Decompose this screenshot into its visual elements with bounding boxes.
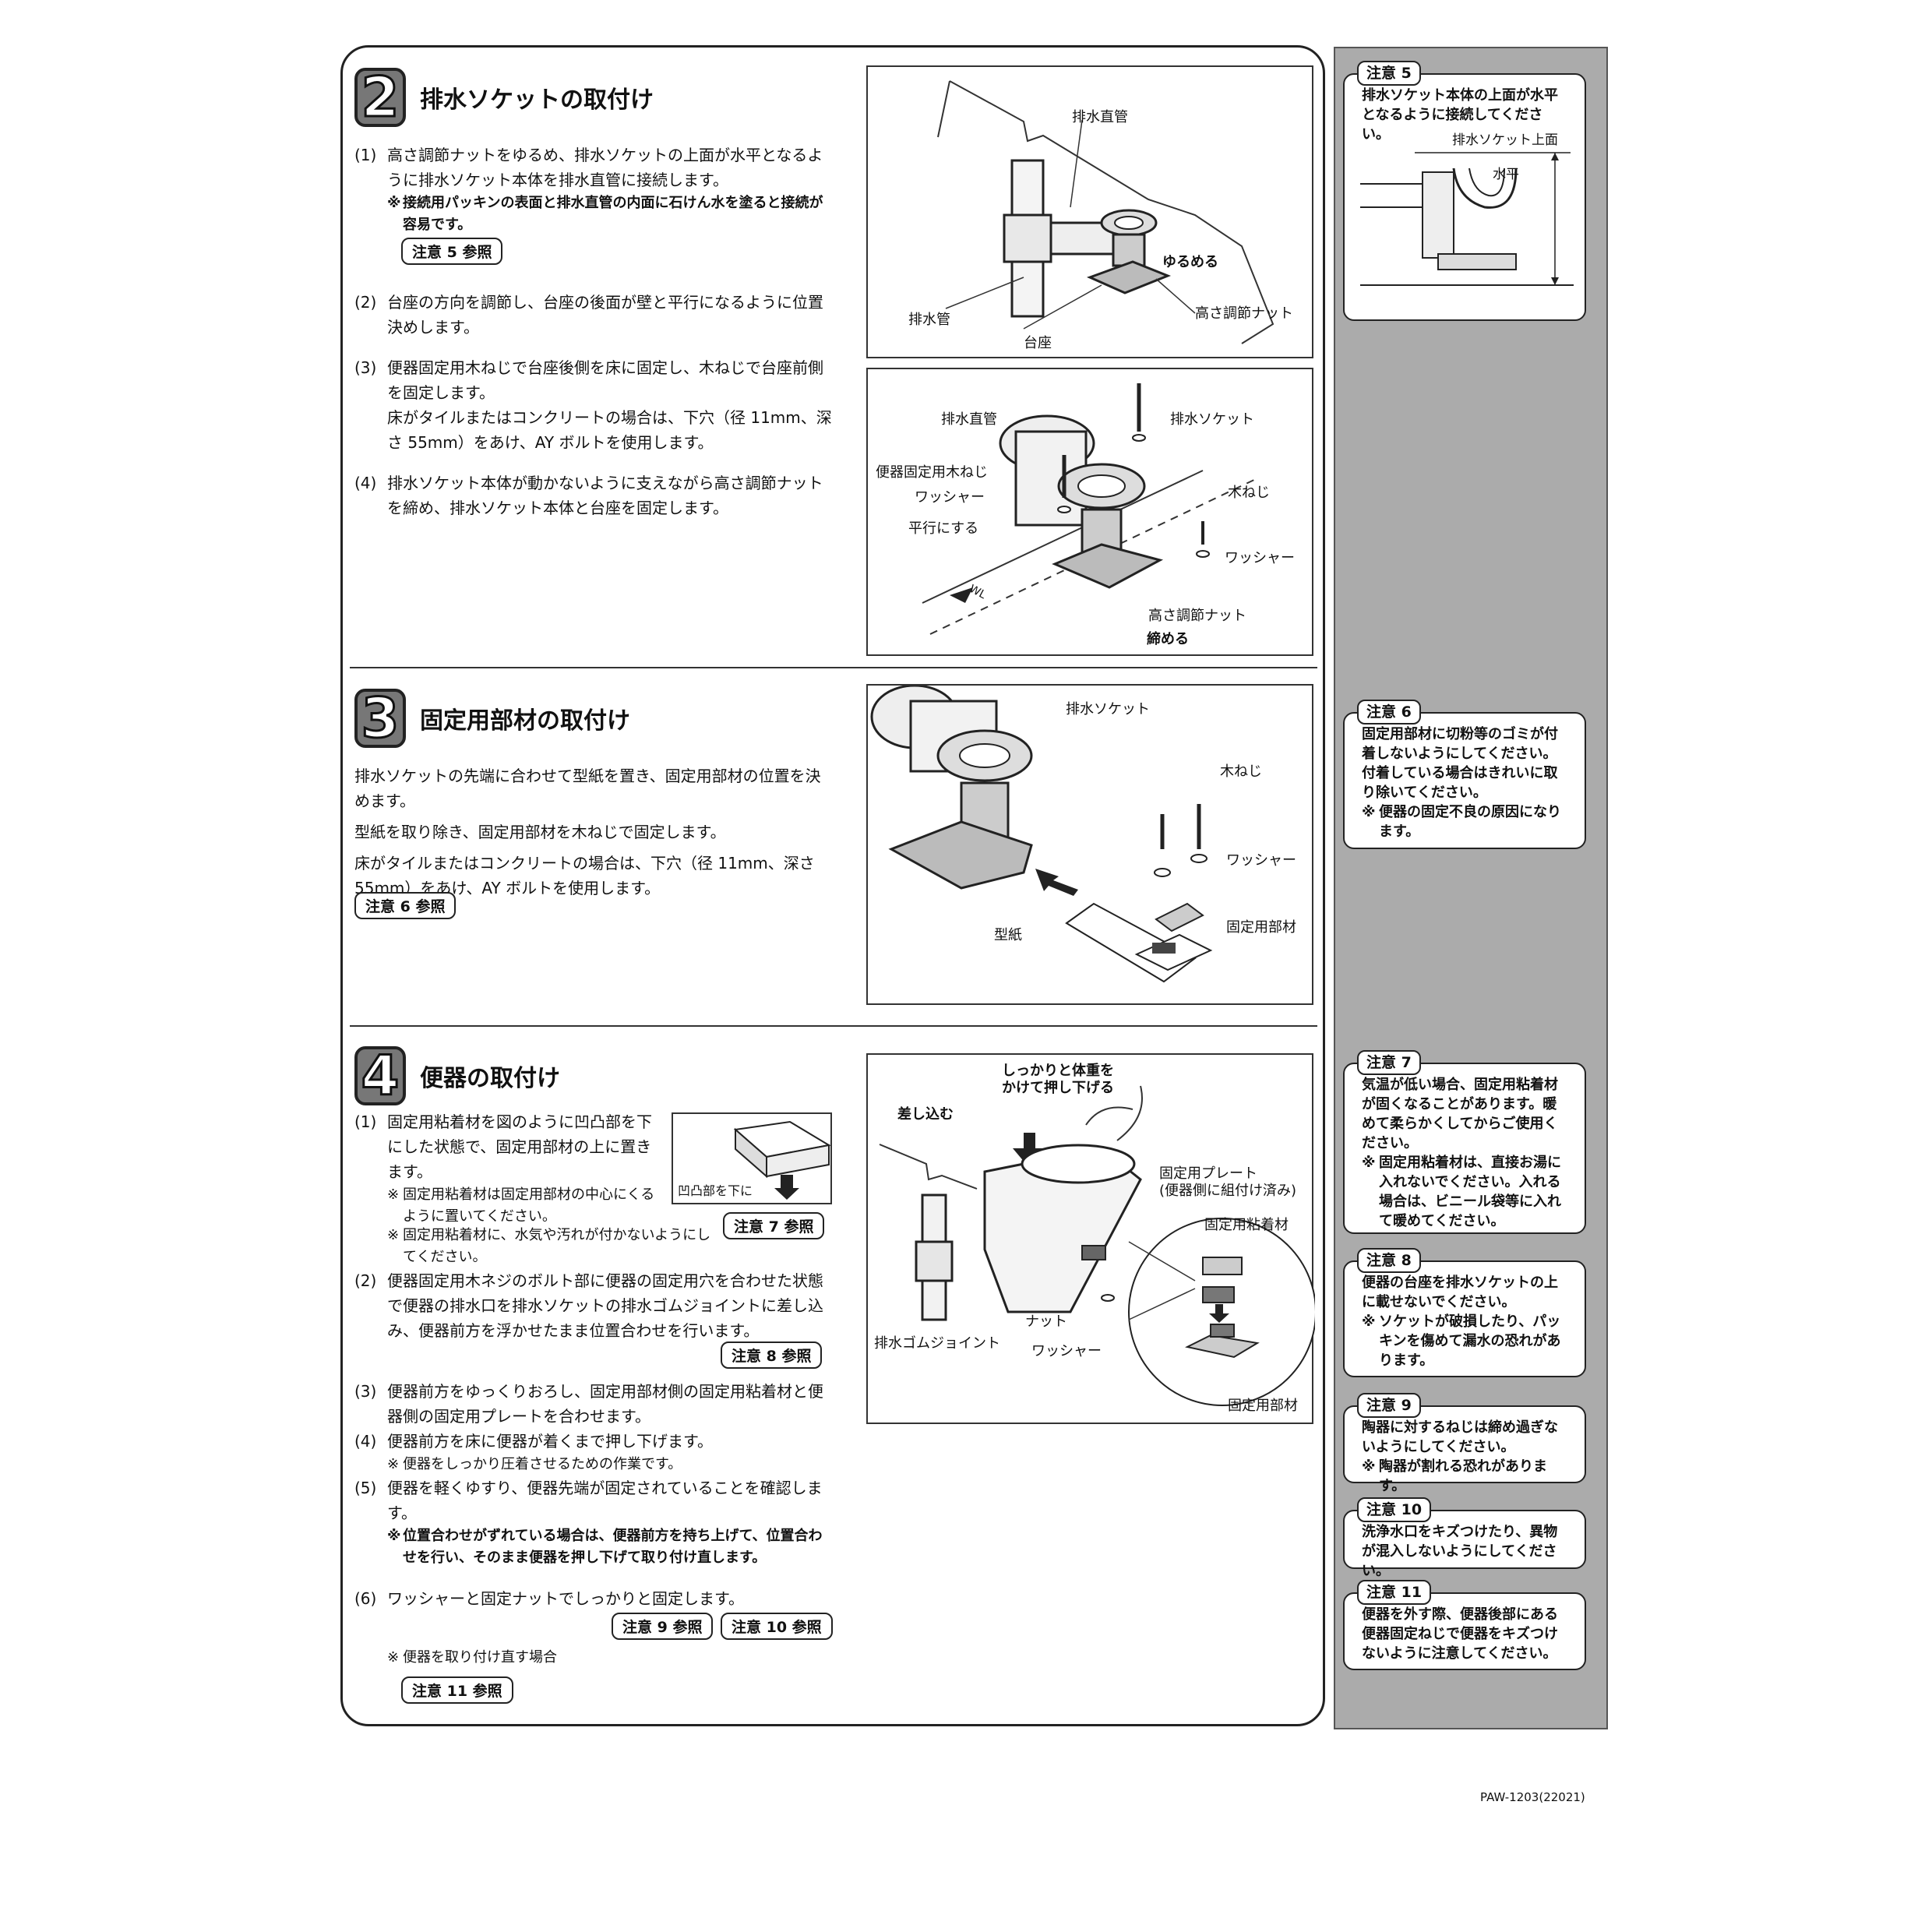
caution5-tag: 注意 5 <box>1357 61 1421 86</box>
ref-caution11[interactable]: 注意 11 参照 <box>401 1676 513 1704</box>
caution10-tag: 注意 10 <box>1357 1497 1432 1522</box>
ref-caution5[interactable]: 注意 5 参照 <box>401 238 503 265</box>
label-height-nut: 高さ調節ナット <box>1195 305 1293 322</box>
label-washer-4: ワッシャー <box>1031 1343 1102 1359</box>
divider-3-4 <box>350 1025 1317 1027</box>
step4-item5-note: ※ 位置合わせがずれている場合は、便器前方を持ち上げて、位置合わせを行い、そのま… <box>387 1528 823 1566</box>
step4-item4: (4) 便器前方を床に便器が着くまで押し下げます。 <box>354 1432 713 1451</box>
label-rubber-joint: 排水ゴムジョイント <box>874 1335 1000 1352</box>
label-push-down: しっかりと体重を かけて押し下げる <box>1002 1063 1114 1096</box>
adhesive-inset <box>733 1120 831 1200</box>
caution7-tag: 注意 7 <box>1357 1050 1421 1075</box>
step2-figure-socket: 排水直管 排水ソケット 便器固定用木ねじ 木ねじ ワッシャー 平行にする ワッシ… <box>866 368 1313 656</box>
caution5-label-top: 排水ソケット上面 <box>1452 132 1558 148</box>
socket-diagram <box>922 383 1258 635</box>
step4-item4-note: ※ 便器をしっかり圧着させるための作業です。 <box>387 1456 682 1472</box>
step4-items3-5: (3) 便器前方をゆっくりおろし、固定用部材側の固定用粘着材と便器側の固定用プレ… <box>354 1379 834 1611</box>
caution9-box: 陶器に対するねじは締め過ぎないようにしてください。 ※陶器が割れる恐れがあります… <box>1343 1405 1586 1494</box>
caution11-box: 便器を外す際、便器後部にある便器固定ねじで便器をキズつけないように注意してくださ… <box>1343 1592 1586 1670</box>
step4-figure: しっかりと体重を かけて押し下げる 差し込む 固定用プレート (便器側に組付け済… <box>866 1053 1315 1424</box>
label-template: 型紙 <box>994 927 1022 943</box>
label-tighten: 締める <box>1147 631 1189 647</box>
step4-item3: (3) 便器前方をゆっくりおろし、固定用部材側の固定用粘着材と便器側の固定用プレ… <box>354 1382 823 1426</box>
step2-note1: ※ 接続用パッキンの表面と排水直管の内面に石けん水を塗ると接続が容易です。 <box>387 195 823 233</box>
label-wood-screw: 木ねじ <box>1228 485 1270 501</box>
step3-number: 3 <box>354 686 406 752</box>
main-frame <box>340 45 1325 1726</box>
step2-text: (1) 高さ調節ナットをゆるめ、排水ソケットの上面が水平となるように排水ソケット… <box>354 143 834 236</box>
step4-item1-block: (1) 固定用粘着材を図のように凹凸部を下にした状態で、固定用部材の上に置きます… <box>354 1109 658 1228</box>
step2-item3: (3) 便器固定用木ねじで台座後側を床に固定し、木ねじで台座前側を固定します。 … <box>354 358 832 452</box>
step3-text: 排水ソケットの先端に合わせて型紙を置き、固定用部材の位置を決めます。 型紙を取り… <box>354 767 821 897</box>
ref-caution10[interactable]: 注意 10 参照 <box>721 1613 833 1640</box>
step4-item1-note2: ※ 固定用粘着材に、水気や汚れが付かないようにしてください。 <box>387 1227 711 1265</box>
caution10-box: 洗浄水口をキズつけたり、異物が混入しないようにしてください。 <box>1343 1510 1586 1579</box>
step2-figure-pipe: 排水直管 ゆるめる 排水管 高さ調節ナット 台座 <box>866 65 1313 358</box>
step4-item1-note1: ※ 固定用粘着材は固定用部材の中心にくるように置いてください。 <box>387 1186 655 1225</box>
ref-caution9[interactable]: 注意 9 参照 <box>612 1613 714 1640</box>
step3-heading: 3 固定用部材の取付け <box>354 686 630 752</box>
step2-item4: (4) 排水ソケット本体が動かないように支えながら高さ調節ナットを締め、排水ソケ… <box>354 474 823 517</box>
step2-text-b: (2) 台座の方向を調節し、台座の後面が壁と平行になるように位置決めします。 (… <box>354 290 834 520</box>
label-washer-right: ワッシャー <box>1225 550 1295 566</box>
step3-figure: 排水ソケット 木ねじ ワッシャー 固定用部材 型紙 <box>866 684 1313 1005</box>
ref-caution8[interactable]: 注意 8 参照 <box>721 1341 823 1369</box>
step4-reinstall-block: ※ 便器を取り付け直す場合 <box>354 1647 834 1669</box>
step4-item2-block: (2) 便器固定用木ネジのボルト部に便器の固定用穴を合わせた状態で便器の排水口を… <box>354 1268 834 1343</box>
caution8-box: 便器の台座を排水ソケットの上に載せないでください。 ※ソケットが破損したり、パッ… <box>1343 1260 1586 1377</box>
step4-number: 4 <box>354 1043 406 1109</box>
label-washer-3: ワッシャー <box>1226 852 1296 869</box>
toilet-install-diagram <box>879 1085 1315 1406</box>
step4-title: 便器の取付け <box>420 1065 560 1092</box>
step4-item6: (6) ワッシャーと固定ナットでしっかりと固定します。 <box>354 1589 744 1608</box>
step2-number: 2 <box>354 65 406 131</box>
caution6-box: 固定用部材に切粉等のゴミが付着しないようにしてください。付着している場合はきれい… <box>1343 712 1586 849</box>
step4-heading: 4 便器の取付け <box>354 1043 560 1109</box>
label-concave-down: 凹凸部を下に <box>678 1183 753 1198</box>
caution8-tag: 注意 8 <box>1357 1248 1421 1273</box>
caution6-tag: 注意 6 <box>1357 700 1421 724</box>
caution9-tag: 注意 9 <box>1357 1393 1421 1418</box>
divider-2-3 <box>350 667 1317 668</box>
document-code: PAW-1203(22021) <box>1480 1790 1585 1804</box>
label-socket-3: 排水ソケット <box>1066 701 1150 717</box>
ref-caution6[interactable]: 注意 6 参照 <box>354 892 457 919</box>
label-pipe-straight-2: 排水直管 <box>941 411 997 428</box>
caution11-tag: 注意 11 <box>1357 1580 1432 1605</box>
label-socket: 排水ソケット <box>1170 411 1254 428</box>
step4-item5: (5) 便器を軽くゆすり、便器先端が固定されていることを確認します。 <box>354 1479 823 1522</box>
label-parallel: 平行にする <box>908 520 979 537</box>
fixing-diagram <box>870 686 1213 983</box>
label-loosen: ゆるめる <box>1162 254 1218 270</box>
label-drain-pipe: 排水管 <box>908 312 950 328</box>
caution7-box: 気温が低い場合、固定用粘着材が固くなることがあります。暖めて柔らかくしてからご使… <box>1343 1063 1586 1234</box>
label-nut: ナット <box>1025 1313 1067 1330</box>
step3-title: 固定用部材の取付け <box>420 707 630 735</box>
step2-item1: (1) 高さ調節ナットをゆるめ、排水ソケットの上面が水平となるように排水ソケット… <box>354 146 823 189</box>
label-washer-left: ワッシャー <box>915 489 985 506</box>
label-fixing-3: 固定用部材 <box>1226 919 1296 936</box>
pipe-diagram <box>937 80 1274 344</box>
label-fixing-plate: 固定用プレート (便器側に組付け済み) <box>1159 1165 1297 1199</box>
label-fixing-4: 固定用部材 <box>1228 1398 1298 1414</box>
caution5-box: 排水ソケット本体の上面が水平となるように接続してください。 排水ソケット上面 水… <box>1343 73 1586 321</box>
step4-item2: (2) 便器固定用木ネジのボルト部に便器の固定用穴を合わせた状態で便器の排水口を… <box>354 1271 823 1340</box>
step4-item1: (1) 固定用粘着材を図のように凹凸部を下にした状態で、固定用部材の上に置きます… <box>354 1112 652 1181</box>
label-insert: 差し込む <box>897 1106 954 1123</box>
label-pipe-straight: 排水直管 <box>1072 109 1128 125</box>
adhesive-inset-figure: 凹凸部を下に <box>672 1112 832 1204</box>
step2-item2: (2) 台座の方向を調節し、台座の後面が壁と平行になるように位置決めします。 <box>354 293 823 337</box>
label-screw-toilet: 便器固定用木ねじ <box>876 464 988 481</box>
step4-item1-note2-block: ※ 固定用粘着材に、水気や汚れが付かないようにしてください。 <box>354 1225 713 1268</box>
label-wood-screw-3: 木ねじ <box>1220 763 1262 780</box>
label-base: 台座 <box>1024 335 1052 351</box>
caution5-diagram <box>1360 152 1574 286</box>
step2-title: 排水ソケットの取付け <box>420 86 654 114</box>
label-adhesive: 固定用粘着材 <box>1204 1217 1289 1233</box>
label-height-nut-2: 高さ調節ナット <box>1148 608 1246 624</box>
step2-heading: 2 排水ソケットの取付け <box>354 65 654 131</box>
step4-reinstall-note: ※ 便器を取り付け直す場合 <box>387 1649 557 1666</box>
caution5-label-level: 水平 <box>1493 167 1519 182</box>
ref-caution7[interactable]: 注意 7 参照 <box>723 1212 825 1239</box>
